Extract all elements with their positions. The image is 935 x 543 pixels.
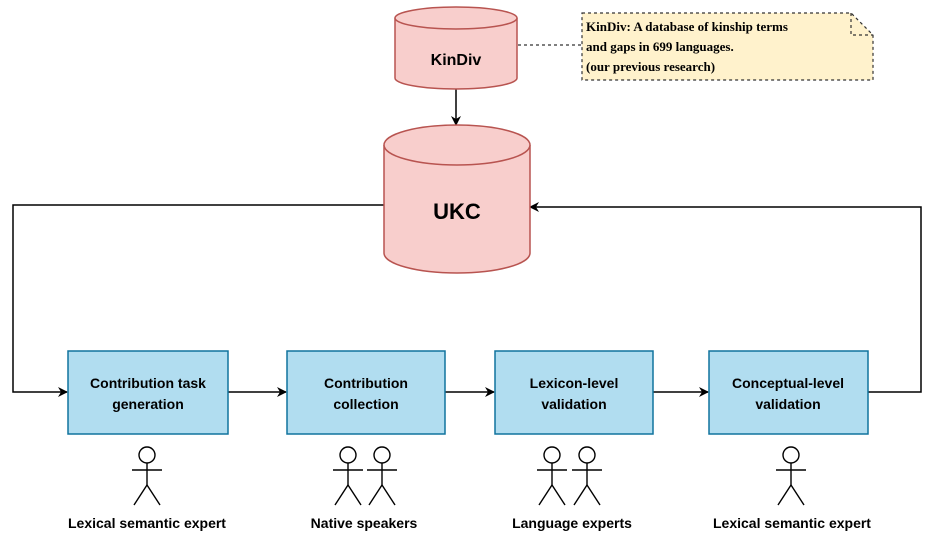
database-ukc-label: UKC — [433, 199, 481, 224]
role-label-step-2: Native speakers — [311, 515, 418, 531]
actor-icon — [776, 446, 806, 506]
note-line-2: and gaps in 699 languages. — [586, 39, 734, 54]
role-label-step-3: Language experts — [512, 515, 632, 531]
note-line-1: KinDiv: A database of kinship terms — [586, 19, 788, 34]
actor-icon — [333, 446, 363, 506]
arrow-ukc-to-step-1 — [12, 204, 384, 397]
step-3-label-line-1: Lexicon-level — [530, 375, 619, 391]
step-2-label-line-2: collection — [333, 396, 398, 412]
actor-icon — [537, 446, 567, 506]
role-label-step-1: Lexical semantic expert — [68, 515, 226, 531]
actor-icon — [132, 446, 162, 506]
note-line-3: (our previous research) — [586, 59, 715, 74]
step-3-label-line-2: validation — [541, 396, 606, 412]
step-contribution-collection: Contribution collection — [286, 350, 446, 435]
step-1-label-line-1: Contribution task — [90, 375, 206, 391]
step-4-label-line-2: validation — [755, 396, 820, 412]
kindiv-note: KinDiv: A database of kinship terms and … — [581, 12, 874, 81]
step-4-label-line-1: Conceptual-level — [732, 375, 844, 391]
actor-icon — [367, 446, 397, 506]
database-kindiv: KinDiv — [394, 6, 518, 90]
step-1-label-line-2: generation — [112, 396, 184, 412]
step-contribution-task-generation: Contribution task generation — [67, 350, 229, 435]
actors-layer — [132, 446, 806, 506]
step-2-label-line-1: Contribution — [324, 375, 408, 391]
database-ukc: UKC — [383, 124, 531, 274]
arrow-step-4-to-ukc — [529, 202, 922, 393]
role-label-step-4: Lexical semantic expert — [713, 515, 871, 531]
step-lexicon-level-validation: Lexicon-level validation — [494, 350, 654, 435]
step-conceptual-level-validation: Conceptual-level validation — [708, 350, 869, 435]
database-kindiv-label: KinDiv — [431, 52, 482, 69]
actor-icon — [572, 446, 602, 506]
